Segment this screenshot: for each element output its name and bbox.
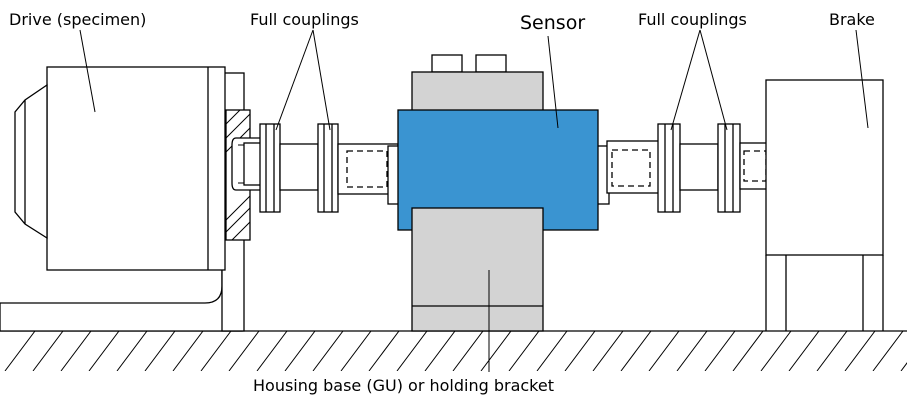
drive-front-cap: [14, 83, 48, 240]
label-brake: Brake: [829, 10, 875, 29]
ground: [0, 330, 907, 371]
label-drive: Drive (specimen): [9, 10, 146, 29]
right-coupling-hub: [606, 140, 662, 194]
ground-hatching: [4, 331, 907, 371]
label-couplings-right: Full couplings: [638, 10, 747, 29]
left-full-couplings: [259, 123, 399, 213]
left-coupling-flange-2: [317, 123, 339, 213]
sensor-connector-1: [431, 54, 463, 73]
label-housing: Housing base (GU) or holding bracket: [253, 376, 554, 395]
right-coupling-flange-2: [717, 123, 741, 213]
left-coupling-flange-1: [259, 123, 281, 213]
drive-shaft: [243, 142, 263, 186]
drive-pedestal: [0, 261, 243, 332]
right-coupling-flange-1: [657, 123, 681, 213]
left-coupling-shaft: [279, 143, 319, 191]
drive-body: [46, 66, 226, 271]
brake: [765, 79, 884, 331]
brake-stand: [765, 255, 884, 331]
right-full-couplings: [606, 123, 769, 213]
drive-motor: [0, 66, 263, 332]
sensor-top-housing: [411, 71, 544, 113]
label-sensor: Sensor: [520, 12, 585, 34]
sensor-assembly: [387, 54, 610, 332]
leader-lines: [79, 29, 869, 372]
label-couplings-left: Full couplings: [250, 10, 359, 29]
brake-body: [765, 79, 884, 256]
sensor-connector-2: [475, 54, 507, 73]
housing-base: [411, 207, 544, 332]
brake-shaft: [739, 142, 769, 190]
right-coupling-shaft: [679, 143, 719, 191]
